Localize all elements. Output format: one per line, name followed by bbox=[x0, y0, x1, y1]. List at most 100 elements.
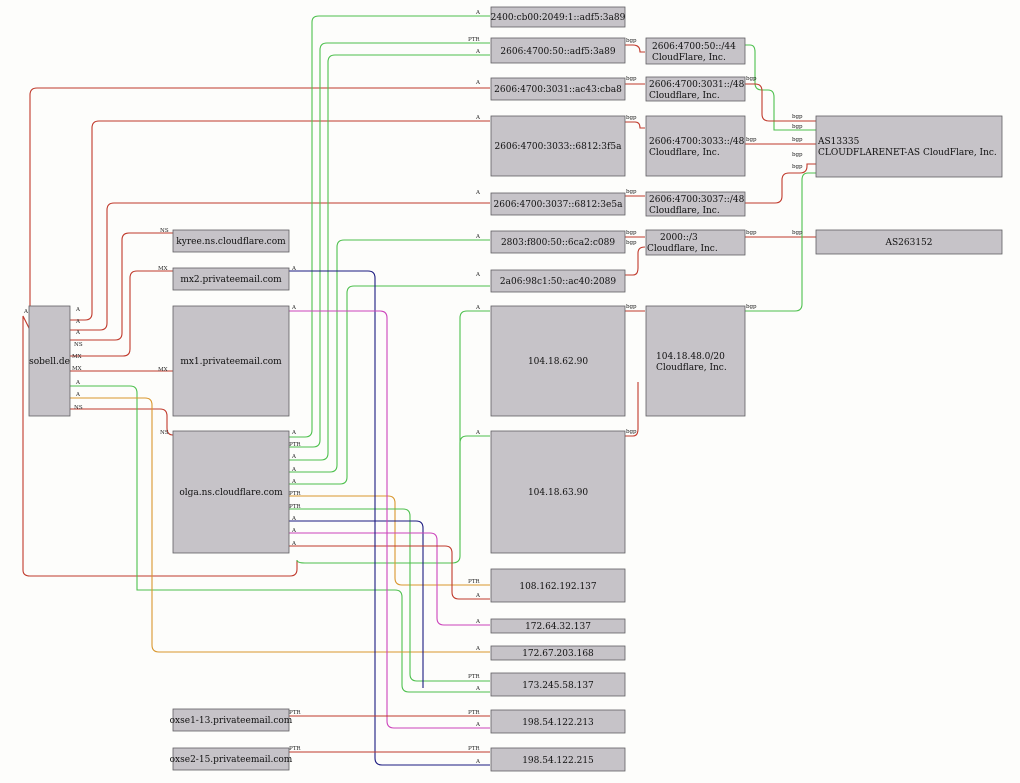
edge-olga-2400 bbox=[289, 15, 490, 438]
node-pfx-104[interactable]: 104.18.48.0/20 Cloudflare, Inc. bbox=[645, 305, 746, 417]
label-a: A bbox=[291, 467, 297, 473]
label-a: A bbox=[475, 272, 481, 278]
node-as263152[interactable]: AS263152 bbox=[815, 229, 1003, 255]
edge-mx2-navy bbox=[289, 270, 490, 766]
label-bgp: bgp bbox=[746, 230, 757, 236]
edge-mx1-magenta bbox=[289, 310, 490, 729]
label-bgp: bgp bbox=[746, 304, 757, 310]
label-a: A bbox=[475, 115, 481, 121]
edge-olga-62 bbox=[296, 310, 490, 564]
nodes: sobell.de kyree.ns.cloudflare.com mx2.pr… bbox=[28, 6, 1003, 772]
label-a: A bbox=[291, 430, 297, 436]
node-label: Cloudflare, Inc. bbox=[656, 363, 727, 373]
node-ip-173[interactable]: 173.245.58.137 bbox=[490, 672, 626, 697]
node-ip-63[interactable]: 104.18.63.90 bbox=[490, 430, 626, 554]
node-label: olga.ns.cloudflare.com bbox=[179, 488, 283, 498]
edge-sobell-kyree bbox=[70, 232, 173, 341]
edge-olga-2803 bbox=[289, 239, 490, 473]
edge-olga-2606b bbox=[289, 54, 490, 461]
label-ptr: PTR bbox=[289, 710, 301, 716]
edge-olga-navy bbox=[289, 520, 424, 688]
label-bgp: bgp bbox=[626, 115, 637, 121]
node-ip-62[interactable]: 104.18.62.90 bbox=[490, 305, 626, 417]
node-ip6-3031[interactable]: 2606:4700:3031::ac43:cba8 bbox=[490, 77, 626, 101]
node-label: 172.64.32.137 bbox=[525, 622, 591, 632]
node-pfx-3033[interactable]: 2606:4700:3033::/48 Cloudflare, Inc. bbox=[645, 115, 746, 177]
node-ip6-2803[interactable]: 2803:f800:50::6ca2:c089 bbox=[490, 230, 626, 254]
label-bgp: bgp bbox=[792, 152, 803, 158]
node-ip6-2400[interactable]: 2400:cb00:2049:1::adf5:3a89 bbox=[490, 6, 626, 28]
node-oxse2[interactable]: oxse2-15.privateemail.com bbox=[170, 747, 293, 771]
node-pfx-3037[interactable]: 2606:4700:3037::/48 Cloudflare, Inc. bbox=[645, 191, 746, 217]
label-a: A bbox=[475, 593, 481, 599]
label-bgp: bgp bbox=[792, 164, 803, 170]
node-label: 2606:4700:50::/44 bbox=[652, 42, 736, 52]
node-as13335[interactable]: AS13335 CLOUDFLARENET-AS CloudFlare, Inc… bbox=[815, 115, 1003, 178]
node-pfx-50-44[interactable]: 2606:4700:50::/44 CloudFlare, Inc. bbox=[645, 37, 746, 65]
edge-sobell-3033 bbox=[70, 120, 490, 321]
node-label: Cloudflare, Inc. bbox=[649, 206, 720, 216]
edges bbox=[22, 15, 816, 766]
label-ns: NS bbox=[74, 342, 83, 348]
node-ip-198-213[interactable]: 198.54.122.213 bbox=[490, 709, 626, 734]
node-ip-108[interactable]: 108.162.192.137 bbox=[490, 568, 626, 603]
node-label: 2803:f800:50::6ca2:c089 bbox=[501, 238, 615, 248]
node-oxse1[interactable]: oxse1-13.privateemail.com bbox=[170, 708, 293, 732]
edge-sobell-olga bbox=[70, 408, 174, 436]
label-a: A bbox=[75, 330, 81, 336]
node-label: Cloudflare, Inc. bbox=[649, 91, 720, 101]
edge-olga-2606a bbox=[289, 42, 490, 448]
edge-as-3037 bbox=[745, 163, 816, 204]
node-ip6-2606a[interactable]: 2606:4700:50::adf5:3a89 bbox=[490, 37, 626, 64]
node-label: 2400:cb00:2049:1::adf5:3a89 bbox=[491, 13, 626, 23]
node-label: 2606:4700:3033::/48 bbox=[649, 137, 745, 147]
edge-labels: A A A A NS MX MX A A NS NS MX MX NS A PT… bbox=[23, 10, 803, 765]
node-label: Cloudflare, Inc. bbox=[647, 244, 718, 254]
label-a: A bbox=[475, 80, 481, 86]
node-ip6-3037[interactable]: 2606:4700:3037::6812:3e5a bbox=[490, 192, 626, 216]
label-a: A bbox=[23, 309, 29, 315]
node-ip-198-215[interactable]: 198.54.122.215 bbox=[490, 747, 626, 772]
node-label: 172.67.203.168 bbox=[522, 649, 594, 659]
edge-as-104 bbox=[745, 172, 816, 312]
label-a: A bbox=[475, 10, 481, 16]
node-mx2[interactable]: mx2.privateemail.com bbox=[172, 267, 290, 291]
label-a: A bbox=[75, 392, 81, 398]
node-label: 104.18.62.90 bbox=[528, 357, 588, 367]
label-a: A bbox=[291, 266, 297, 272]
label-bgp: bgp bbox=[626, 230, 637, 236]
label-a: A bbox=[475, 234, 481, 240]
label-bgp: bgp bbox=[792, 124, 803, 130]
node-label: mx2.privateemail.com bbox=[180, 275, 282, 285]
label-a: A bbox=[75, 307, 81, 313]
node-ip-172-64[interactable]: 172.64.32.137 bbox=[490, 618, 626, 634]
edge-sobell-green bbox=[70, 385, 490, 693]
node-label: 2000::/3 bbox=[660, 233, 698, 243]
edge-sobell-62 bbox=[22, 315, 298, 577]
node-mx1[interactable]: mx1.privateemail.com bbox=[172, 305, 290, 417]
edge-bgp-63 bbox=[625, 382, 639, 437]
label-mx: MX bbox=[72, 366, 82, 372]
node-ip6-3033[interactable]: 2606:4700:3033::6812:3f5a bbox=[490, 115, 626, 177]
label-a: A bbox=[475, 49, 481, 55]
node-pfx-3031[interactable]: 2606:4700:3031::/48 Cloudflare, Inc. bbox=[645, 76, 746, 102]
node-ip6-2a06[interactable]: 2a06:98c1:50::ac40:2089 bbox=[490, 269, 626, 293]
label-a: A bbox=[475, 722, 481, 728]
label-a: A bbox=[475, 430, 481, 436]
node-pfx-2000[interactable]: 2000::/3 Cloudflare, Inc. bbox=[645, 229, 746, 256]
edge-olga-2a06 bbox=[289, 285, 490, 485]
label-ptr: PTR bbox=[289, 491, 301, 497]
label-a: A bbox=[475, 190, 481, 196]
node-ip-172-67[interactable]: 172.67.203.168 bbox=[490, 645, 626, 661]
edge-sobell-3037 bbox=[70, 202, 490, 331]
edge-olga-108 bbox=[289, 495, 490, 586]
node-label: kyree.ns.cloudflare.com bbox=[176, 237, 286, 247]
node-label: 2606:4700:3031::ac43:cba8 bbox=[494, 85, 622, 95]
node-sobell[interactable]: sobell.de bbox=[28, 305, 71, 417]
node-label: AS13335 bbox=[817, 137, 860, 147]
label-bgp: bgp bbox=[792, 230, 803, 236]
node-olga[interactable]: olga.ns.cloudflare.com bbox=[172, 430, 290, 554]
node-label: mx1.privateemail.com bbox=[180, 357, 282, 367]
label-bgp: bgp bbox=[626, 240, 637, 246]
node-kyree[interactable]: kyree.ns.cloudflare.com bbox=[172, 229, 290, 253]
